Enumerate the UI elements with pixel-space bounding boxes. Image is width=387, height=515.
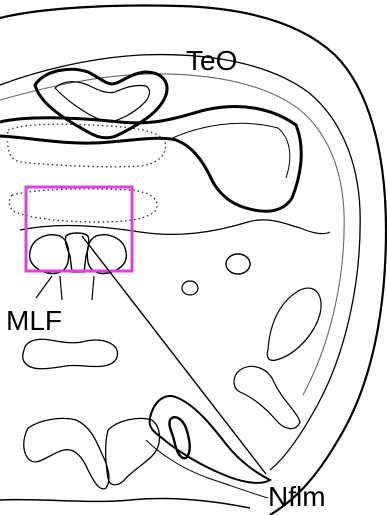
small-nucleus-1 xyxy=(226,254,250,274)
nflm-label: Nflm xyxy=(268,481,326,512)
lower-lobe-contour-2 xyxy=(146,440,268,498)
mlf-label: MLF xyxy=(6,305,62,336)
tectum-inner-line xyxy=(168,123,290,178)
dotted-nucleus-middle xyxy=(9,189,157,222)
nflm-nucleus xyxy=(65,233,88,272)
right-elongated-nucleus xyxy=(267,288,321,360)
ventral-left-structure xyxy=(24,418,109,488)
mlf-leader-line xyxy=(36,276,52,298)
outer-brain-contour xyxy=(0,6,386,515)
lower-lobe-outer xyxy=(150,396,270,483)
tectal-ventricle xyxy=(35,69,167,138)
midbrain-floor-contour xyxy=(20,220,330,235)
right-lobe-contour xyxy=(234,366,300,428)
bottom-ventral-contour xyxy=(0,498,250,508)
tectal-ventricle-inner xyxy=(55,82,149,122)
teo-label: TeO xyxy=(186,45,237,76)
small-nucleus-2 xyxy=(182,281,198,295)
mlf-left-bundle xyxy=(30,235,69,274)
midline-stalk xyxy=(60,276,94,300)
central-ventricle-shape xyxy=(23,339,118,368)
